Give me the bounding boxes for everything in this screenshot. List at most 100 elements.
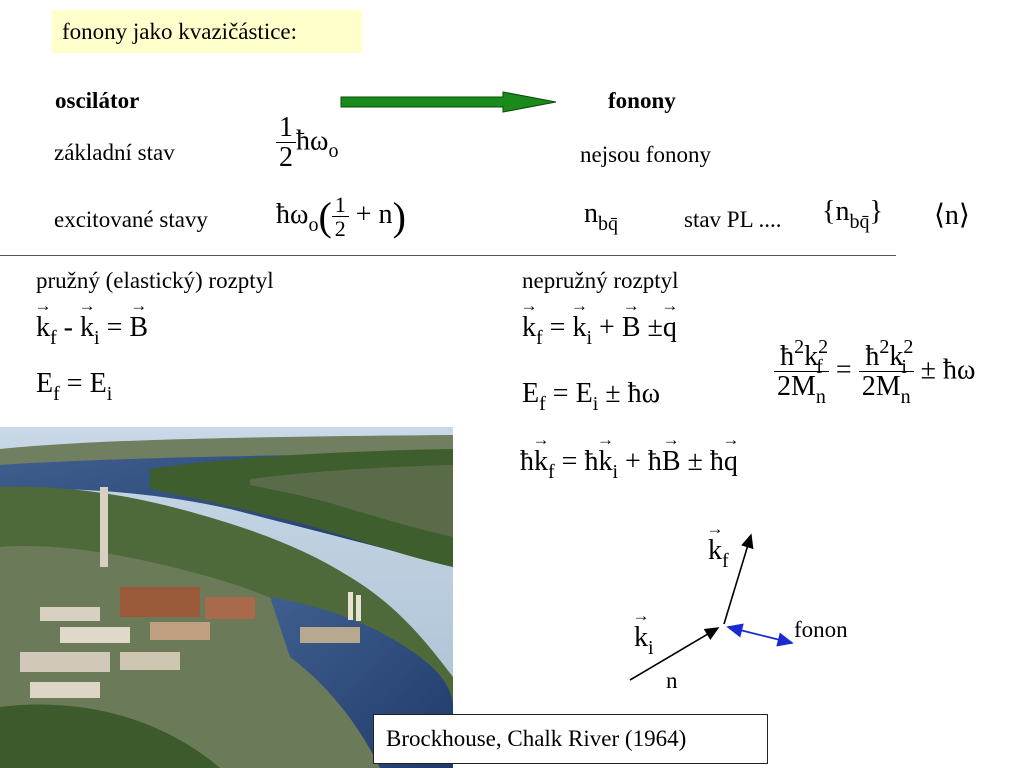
ket-n: ⟨n⟩ (934, 200, 970, 231)
b-vector: B (622, 312, 641, 344)
header-oscillator: oscilátor (55, 88, 140, 113)
hbar-momentum-eq: ħkf = ħki + ħB ± ħq (520, 446, 738, 483)
elastic-energy-eq: Ef = Ei (36, 368, 112, 405)
sup-2: 2 (818, 336, 829, 358)
elastic-heading: pružný (elastický) rozptyl (36, 268, 274, 293)
sub-i: i (94, 327, 100, 349)
equals: = (549, 312, 566, 343)
equals: = (66, 368, 83, 399)
equals-hbar: = ħ (561, 446, 599, 477)
k-vector: k (572, 312, 586, 344)
bq-sub: bq̄ (598, 213, 618, 235)
k-vector: k (36, 312, 50, 344)
plus-minus: ± (647, 312, 663, 343)
occupation-number: nbq̄ (584, 198, 618, 235)
b-vector: B (662, 446, 681, 478)
phonon-label: fonon (794, 617, 848, 642)
brace-close: } (869, 196, 883, 227)
q-vector: q (724, 446, 738, 478)
sub-n: n (815, 386, 826, 409)
hbar: ħ (865, 341, 880, 372)
ground-state-label: základní stav (54, 140, 175, 165)
pl-state-text: stav PL .... (684, 207, 782, 232)
paren-open: ( (318, 194, 332, 240)
hbar-omega: ħω (296, 125, 329, 157)
frac-den: 2 (334, 216, 346, 242)
frac-den: 2 (279, 142, 293, 174)
ki-arrow (629, 627, 720, 681)
k-vector: k (80, 312, 94, 344)
no-phonons-text: nejsou fonony (580, 142, 711, 167)
sub-f: f (722, 550, 729, 572)
equals: = (106, 312, 123, 343)
hbar: ħ (520, 446, 534, 477)
k: k (889, 341, 904, 372)
excited-states-label: excitované stavy (54, 207, 208, 232)
sub-f: f (816, 356, 823, 378)
neutron-label: n (666, 668, 678, 693)
q-vector: q (663, 312, 677, 344)
sup-2: 2 (879, 336, 890, 358)
brace-sub: bq̄ (849, 211, 870, 233)
energy: E (522, 378, 540, 409)
mass: 2M (777, 371, 816, 403)
sub-i: i (592, 393, 599, 415)
energy: E (575, 378, 593, 409)
frac-num: 1 (276, 113, 296, 144)
k-vector: k (708, 535, 722, 567)
k-vector: k (534, 446, 548, 478)
kf-arrow (723, 533, 754, 625)
hbar: ħ (780, 341, 795, 372)
slide-title: fonony jako kvazičástice: (52, 10, 362, 53)
k-vector: k (598, 446, 612, 478)
pl-state-braces: {nbq̄} (822, 196, 883, 233)
mass: 2M (861, 371, 901, 403)
b-vector: B (129, 312, 148, 344)
kf-label: kf (708, 535, 729, 572)
paren-close: ) (392, 194, 406, 240)
brace-open: { (822, 196, 836, 227)
sub-n: n (900, 386, 911, 409)
sup-2: 2 (794, 336, 805, 358)
ki-label: ki (634, 622, 654, 659)
plus: + (599, 312, 615, 343)
sub-f: f (50, 327, 57, 349)
sub-f: f (548, 461, 555, 483)
plus-minus-hbar-omega: ± ħω (920, 354, 976, 386)
divider-line (0, 255, 896, 256)
inelastic-energy-eq: Ef = Ei ± ħω (522, 378, 661, 415)
sub-i: i (612, 461, 619, 483)
photo-caption: Brockhouse, Chalk River (1964) (373, 714, 768, 764)
header-phonons: fonony (608, 88, 676, 113)
brace-n: n (835, 196, 850, 227)
inelastic-momentum-eq: kf = ki + B ±q (522, 312, 677, 349)
equals: = (552, 378, 569, 409)
sub-f: f (539, 393, 546, 415)
plus-n: + n (355, 199, 393, 231)
inelastic-heading: nepružný rozptyl (522, 268, 679, 293)
omega-sub: o (328, 140, 339, 163)
elastic-momentum-eq: kf - ki = B (36, 312, 148, 349)
energy: E (89, 368, 107, 399)
sub-f: f (536, 327, 543, 349)
hbar-omega: ħω (276, 199, 309, 231)
k-vector: k (634, 622, 648, 654)
sup-2: 2 (903, 336, 914, 358)
sub-i: i (586, 327, 593, 349)
plus-minus-hbar-omega: ± ħω (605, 378, 661, 409)
equals: = (835, 354, 852, 386)
k-vector: k (522, 312, 536, 344)
phonon-arrow (726, 623, 794, 647)
sub-i: i (648, 637, 654, 659)
sub-i: i (106, 383, 113, 405)
sub-i: i (901, 356, 907, 378)
k: k (804, 341, 819, 372)
frac-num: 1 (331, 193, 349, 218)
sub-f: f (53, 383, 60, 405)
green-arrow-icon (340, 91, 557, 113)
plus-hbar: + ħ (625, 446, 662, 477)
energy: E (36, 368, 54, 399)
